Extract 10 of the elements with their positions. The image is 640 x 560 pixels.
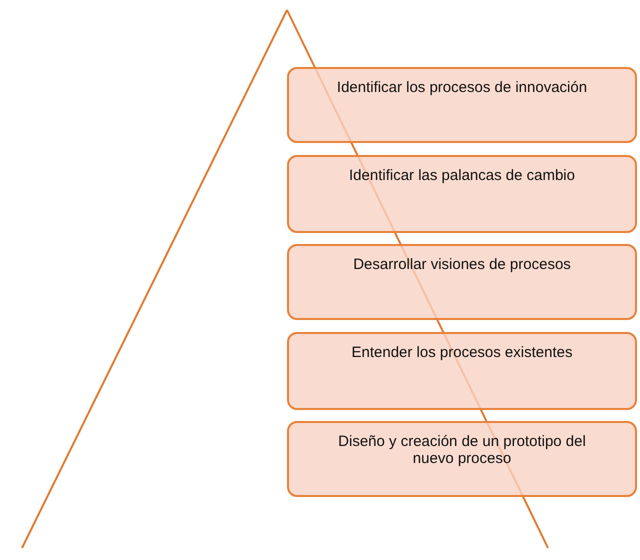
step-box	[287, 67, 637, 143]
step-box	[287, 421, 637, 497]
step-text: Identificar las palancas de cambio	[348, 166, 576, 184]
step-box	[287, 155, 637, 233]
step-text: Entender los procesos existentes	[350, 343, 574, 361]
step-box	[287, 244, 637, 320]
step-text: Identificar los procesos de innovación	[336, 78, 588, 96]
step-box	[287, 332, 637, 410]
step-text: Diseño y creación de un prototipo del nuevo proceso	[337, 432, 587, 467]
step-text: Desarrollar visiones de procesos	[352, 255, 572, 273]
